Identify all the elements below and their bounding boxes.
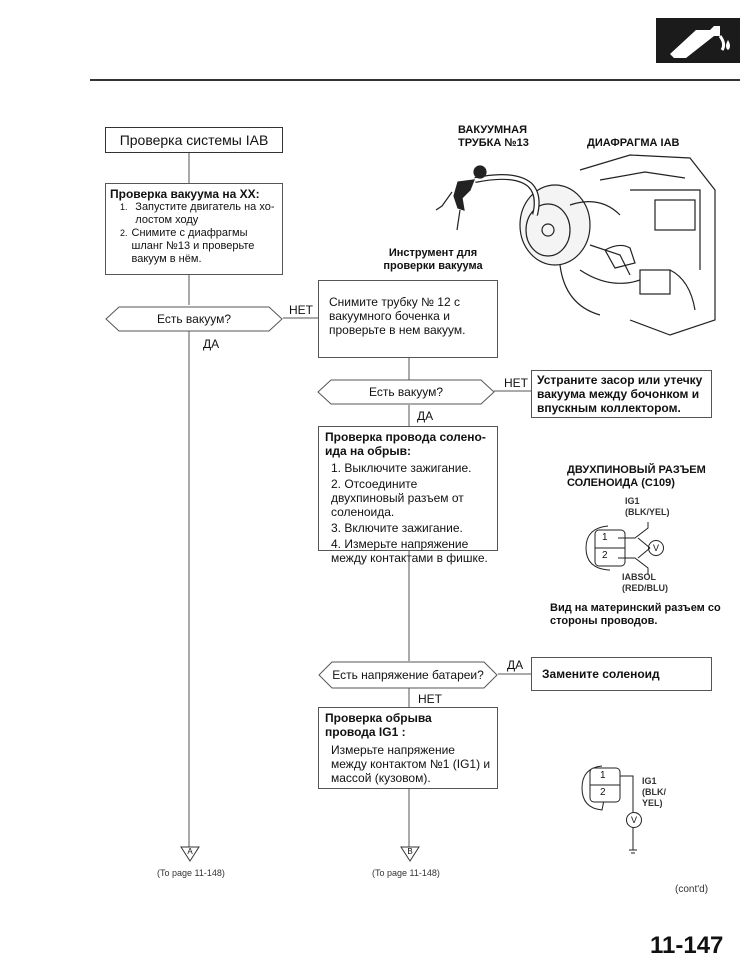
decision-battery-voltage: Есть напряжение батареи? (318, 661, 498, 689)
voltmeter-icon: V (648, 540, 664, 556)
fix-replace-solenoid: Замените соленоид (531, 657, 712, 691)
header-rule (90, 79, 740, 81)
connector2-pin-1: 1 (600, 770, 606, 781)
decision-vacuum-1-yes: ДА (203, 337, 220, 351)
offpage-marker-a: A (180, 846, 200, 862)
label-vacuum-tool: Инструмент для проверки вакуума (383, 247, 483, 272)
label-vacuum-tube: ВАКУУМНАЯ ТРУБКА №13 (458, 124, 529, 149)
connector1-pin-1: 1 (602, 532, 608, 543)
list-item: 4. Измерьте напряжение между контактами … (331, 537, 488, 565)
connector1-wire-bottom-color: (RED/BLU) (622, 583, 668, 593)
offpage-marker-b: B (400, 846, 420, 862)
decision-vacuum-2-yes: ДА (417, 409, 434, 423)
step-solenoid-wire: Проверка провода солено-ида на обрыв: 1.… (318, 426, 498, 565)
voltmeter-icon: V (626, 812, 642, 828)
start-box: Проверка системы IAB (105, 127, 283, 153)
decision-vacuum-1-no: НЕТ (289, 303, 313, 317)
label-iab-diaphragm: ДИАФРАГМА IAB (587, 137, 680, 149)
decision-battery-voltage-yes: ДА (507, 658, 524, 672)
decision-vacuum-1: Есть вакуум? (105, 306, 283, 332)
connector1-wire-bottom: IABSOL (622, 572, 657, 582)
page-ref-a: (To page 11-148) (157, 868, 225, 878)
connector1-wire-top-color: (BLK/YEL) (625, 507, 670, 517)
connector2-diagram: 1 2 V (578, 760, 678, 855)
engine-illustration (430, 150, 720, 340)
step-vacuum-idle: Проверка вакуума на ХХ: 1. Запустите дви… (105, 183, 283, 275)
connector1-diagram: 1 2 V (580, 520, 690, 575)
step-ig1-wire-title: Проверка обрыва провода IG1 : (325, 711, 432, 739)
connector1-title: ДВУХПИНОВЫЙ РАЗЪЕМ СОЛЕНОИДА (C109) (567, 464, 706, 489)
step-vacuum-idle-title: Проверка вакуума на ХХ: (110, 187, 260, 201)
list-item: 3. Включите зажигание. (331, 521, 463, 535)
step-check-barrel: Снимите трубку № 12 с вакуумного боченка… (318, 280, 498, 358)
connector2-wire-color: (BLK/ YEL) (642, 787, 666, 808)
decision-vacuum-2-label: Есть вакуум? (368, 385, 444, 399)
list-item: 1. Запустите двигатель на хо-лостом ходу (120, 201, 275, 226)
step-ig1-wire-text: Измерьте напряжение между контактом №1 (… (331, 743, 491, 785)
page-number: 11-147 (650, 932, 724, 959)
decision-battery-voltage-label: Есть напряжение батареи? (332, 668, 484, 682)
decision-vacuum-1-label: Есть вакуум? (156, 312, 232, 326)
connector2-wire: IG1 (642, 776, 657, 786)
list-item: 1. Выключите зажигание. (331, 461, 472, 475)
list-item: 2. Отсоедините двухпиновый разъем от сол… (331, 477, 464, 519)
decision-vacuum-2-no: НЕТ (504, 376, 528, 390)
connector1-wire-top: IG1 (625, 496, 640, 506)
connector1-pin-2: 2 (602, 550, 608, 561)
page-ref-b: (To page 11-148) (372, 868, 440, 878)
continued-note: (cont'd) (675, 884, 709, 895)
decision-battery-voltage-no: НЕТ (418, 692, 442, 706)
connector2-pin-2: 2 (600, 787, 606, 798)
start-box-label: Проверка системы IAB (119, 132, 269, 148)
step-solenoid-wire-title: Проверка провода солено-ида на обрыв: (325, 430, 486, 458)
fuel-system-icon (656, 18, 740, 63)
connector1-caption: Вид на материнский разъем со стороны про… (550, 602, 721, 627)
step-check-barrel-text: Снимите трубку № 12 с вакуумного боченка… (329, 295, 466, 337)
decision-vacuum-2: Есть вакуум? (317, 379, 495, 405)
fix-replace-solenoid-text: Замените соленоид (542, 667, 660, 681)
step-ig1-wire: Проверка обрыва провода IG1 : Измерьте н… (318, 707, 498, 789)
fix-vacuum-leak: Устраните засор или утечку вакуума между… (531, 370, 712, 418)
list-item: 2. Снимите с диафрагмы шланг №13 и прове… (120, 227, 255, 265)
fix-vacuum-leak-text: Устраните засор или утечку вакуума между… (537, 373, 703, 415)
